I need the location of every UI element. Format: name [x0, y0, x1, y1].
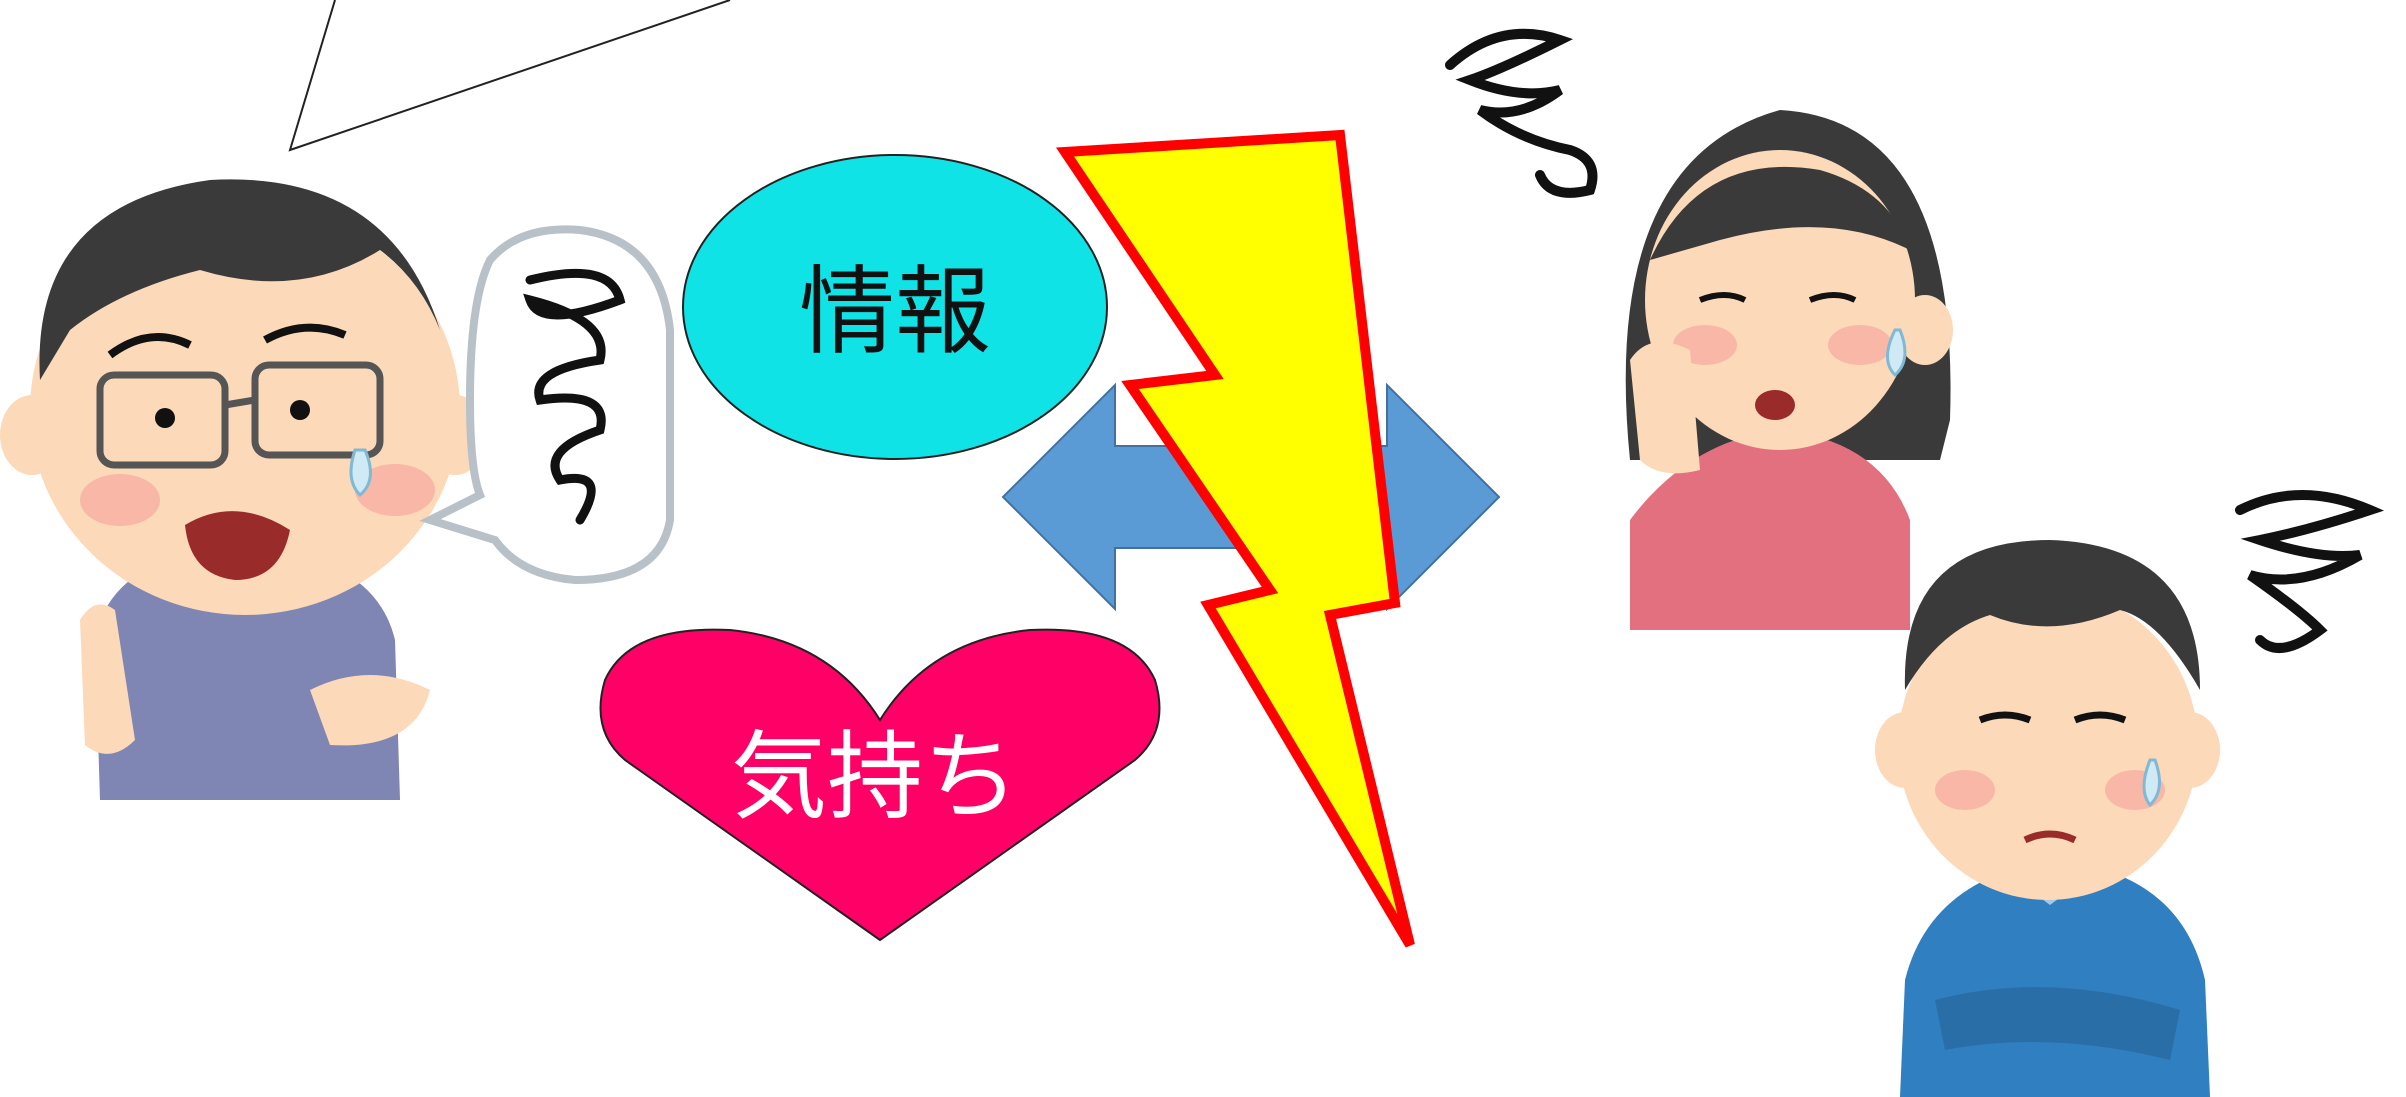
confused-scribble-icon	[1445, 28, 1598, 198]
heart-icon	[599, 628, 1161, 942]
troubled-boy-figure	[1875, 490, 2385, 1097]
feelings-heart: 気持ち	[599, 628, 1161, 942]
speech-bubble-tail	[288, 0, 731, 152]
confused-scribble-icon	[2235, 490, 2385, 653]
thought-bubble	[419, 225, 674, 585]
info-label: 情報	[799, 256, 991, 368]
confused-man-figure	[0, 179, 487, 800]
lightning-bolt-icon	[1055, 129, 1415, 948]
info-ellipse: 情報	[682, 154, 1108, 460]
confused-scribble-icon	[523, 268, 626, 525]
troubled-woman-figure	[1445, 28, 1953, 630]
feelings-label: 気持ち	[731, 721, 1019, 833]
